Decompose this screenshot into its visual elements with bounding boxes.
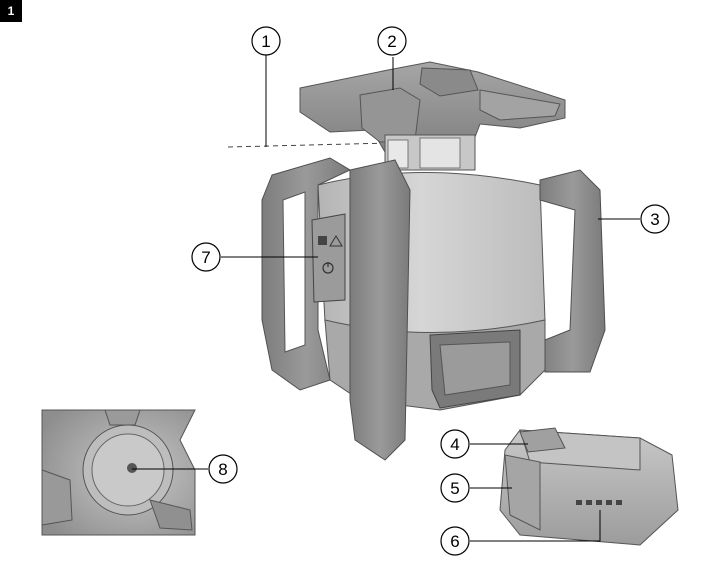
svg-text:3: 3 bbox=[650, 210, 659, 229]
rotating-head bbox=[384, 134, 476, 171]
laser-plane-line bbox=[227, 142, 391, 148]
battery-pack bbox=[499, 427, 679, 546]
svg-text:8: 8 bbox=[218, 460, 227, 479]
callout-leaders bbox=[132, 55, 640, 542]
callout-8: 8 bbox=[208, 454, 238, 484]
svg-text:7: 7 bbox=[201, 248, 210, 267]
right-handle bbox=[539, 169, 606, 373]
callout-5: 5 bbox=[440, 473, 470, 503]
svg-text:1: 1 bbox=[261, 32, 270, 51]
callout-6: 6 bbox=[440, 526, 470, 556]
figure-number-tag: 1 bbox=[0, 0, 22, 22]
panel-warning-icon bbox=[329, 235, 343, 247]
front-handle bbox=[349, 159, 411, 461]
battery-charge-indicator bbox=[576, 500, 622, 505]
tripod-thread-icon bbox=[127, 463, 137, 473]
svg-text:5: 5 bbox=[450, 479, 459, 498]
base-inset-view bbox=[41, 409, 196, 536]
svg-text:2: 2 bbox=[387, 32, 396, 51]
control-panel bbox=[311, 213, 346, 303]
svg-text:4: 4 bbox=[450, 435, 459, 454]
panel-button-indicator-1 bbox=[318, 236, 327, 245]
battery-release-button bbox=[519, 427, 566, 453]
svg-text:6: 6 bbox=[450, 532, 459, 551]
callout-7: 7 bbox=[191, 242, 221, 272]
top-protective-cap bbox=[299, 61, 566, 153]
callout-2: 2 bbox=[377, 26, 407, 56]
rotating-laser-tool bbox=[227, 61, 606, 461]
callout-4: 4 bbox=[440, 429, 470, 459]
callout-1: 1 bbox=[251, 26, 281, 56]
callout-3: 3 bbox=[640, 204, 670, 234]
